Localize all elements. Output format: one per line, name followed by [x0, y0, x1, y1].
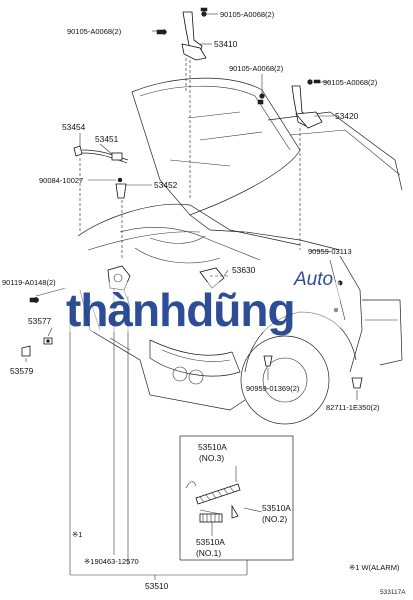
- vehicle-outline: [77, 77, 403, 425]
- label-lock-release: 53510: [145, 581, 169, 591]
- label-bolt-hinge-right-b: 90105-A0068(2): [323, 78, 378, 87]
- label-spring-no2-part: 53510A: [262, 503, 291, 513]
- label-spring-no1-part: 53510A: [196, 537, 225, 547]
- hood-support-rod: [73, 145, 129, 260]
- label-bolt-hinge-right-a: 90105-A0068(2): [229, 64, 284, 73]
- label-spring-no3: (NO.3): [199, 453, 224, 463]
- label-figure-id: 533117A: [380, 589, 406, 596]
- label-rod-bracket: 53452: [154, 180, 178, 190]
- spring-detail-box: [179, 435, 294, 561]
- label-clip-right: 90959-03113: [308, 247, 352, 256]
- label-grommet: 82711-1E350(2): [326, 403, 380, 412]
- label-footnote: ※1 W(ALARM): [349, 563, 400, 572]
- label-note-marker: ※1: [72, 530, 82, 539]
- label-bolt-hinge-top: 90105-A0068(2): [220, 10, 275, 19]
- label-bumper-seal: 53577: [28, 316, 52, 326]
- label-hood-lock-latch: 53630: [232, 265, 256, 275]
- label-clip: 90084-10027: [39, 176, 83, 185]
- watermark-suffix: Auto: [293, 269, 333, 290]
- label-bolt-hinge-top-left: 90105-A0068(2): [67, 27, 122, 36]
- leader-lines: [25, 13, 358, 580]
- label-spring-no2: (NO.2): [262, 514, 287, 524]
- label-spring-no1: (NO.1): [196, 548, 221, 558]
- watermark-brand: thànhdũng: [66, 284, 295, 336]
- hood-hinge-right: [257, 79, 323, 250]
- watermark: thànhdũng Auto: [64, 269, 340, 336]
- label-rod-holder: 53451: [95, 134, 119, 144]
- label-cable-alarm: ※190463-12570: [84, 557, 139, 566]
- hood-hinge-left: [156, 7, 208, 200]
- part-labels: 90105-A0068(2) 90105-A0068(2) 53410 9010…: [2, 10, 406, 596]
- label-bolt-front-left: 90119-A0148(2): [2, 278, 56, 287]
- label-hinge-right: 53420: [335, 111, 359, 121]
- label-spring-no3-part: 53510A: [198, 442, 227, 452]
- label-clip-lower: 90959-01369(2): [246, 384, 300, 393]
- label-support-rod: 53454: [62, 122, 86, 132]
- label-hinge-left: 53410: [214, 39, 238, 49]
- label-stopper: 53579: [10, 366, 34, 376]
